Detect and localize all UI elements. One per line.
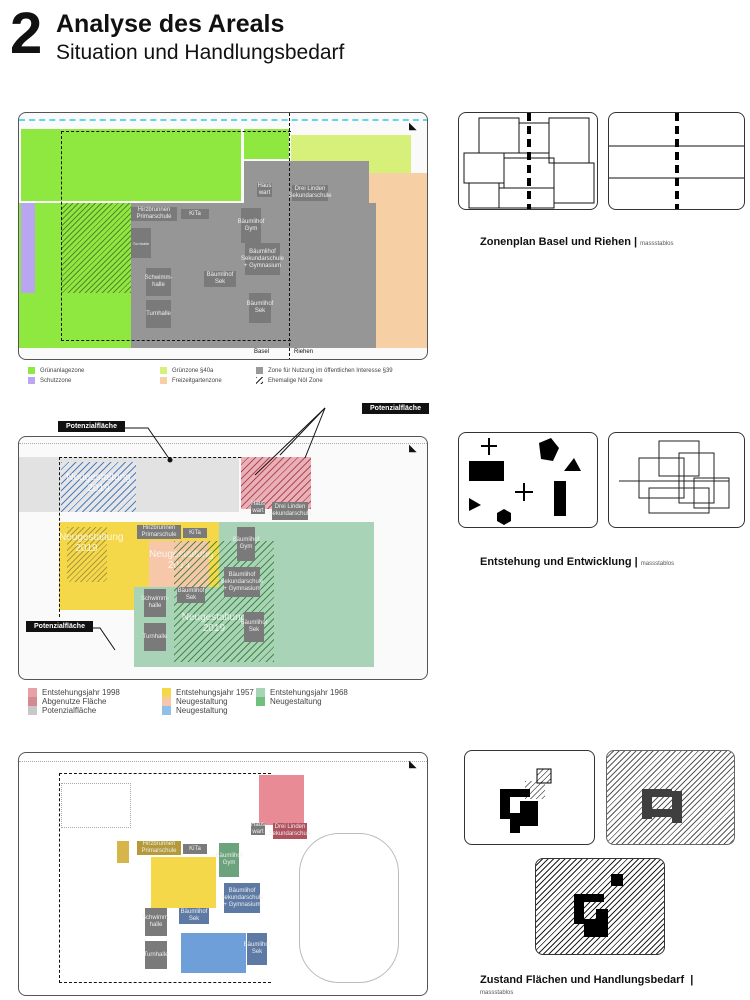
legend-label: Grünanlagezone: [40, 367, 85, 374]
north-arrow-icon: ◣: [409, 759, 417, 770]
basel-riehen-border: [289, 113, 290, 359]
building-gym: Bäumlihof Gym: [233, 527, 259, 561]
building-schwimmhalle: Schwimm-halle: [145, 268, 173, 296]
legend-label: Freizeitgartenzone: [172, 377, 222, 384]
condition-map: Hirzbrunnen Primarschule KiTa Bäumlihof …: [18, 752, 428, 996]
building-drei-linden: Drei Linden Sekundarschule: [268, 823, 312, 839]
section-number: 2: [10, 1, 43, 66]
building-gym: Bäumlihof Gym: [238, 208, 264, 243]
legend-label: Entstehungsjahr 1957: [176, 688, 254, 697]
zoneplan-diagram-simple: [608, 112, 745, 210]
tag-potential-area: Potenzialfläche: [58, 421, 125, 432]
building-turnhalle: Turnhalle: [143, 623, 167, 651]
pink-area: [259, 775, 304, 825]
legend-label: Neugestaltung: [176, 706, 228, 715]
caption-entstehung: Entstehung und Entwicklung | massstablos: [480, 556, 675, 568]
boundary-line: [59, 773, 271, 983]
building-bsg: Bäumlihof Sekundarschule + Gymnasium: [220, 883, 264, 913]
label-area: Neugestaltung 2019: [66, 472, 131, 494]
legend-label: Schutzzone: [40, 377, 72, 384]
building-gym: Bäumlihof Gym: [216, 843, 242, 877]
boundary-line: [59, 457, 241, 617]
development-map: Neugestaltung 2019 Neugestaltung 2019 Ne…: [18, 436, 428, 680]
condition-diagram-2: [606, 750, 735, 845]
north-arrow-icon: ◣: [409, 443, 417, 454]
building-hirzbrunnen: Hirzbrunnen Primarschule: [131, 207, 177, 221]
building-bsg: Bäumlihof Sekundarschule + Gymnasium: [241, 243, 284, 275]
building-sek: Bäumlihof Sek: [204, 271, 236, 287]
building-sek: Bäumlihof Sek: [177, 587, 205, 603]
zoning-map: Hirzbrunnen Primarschule KiTa Turnhalle …: [18, 112, 428, 360]
overlap-diagram: [608, 432, 745, 528]
condition-diagram-3: [535, 858, 665, 955]
yellow-area: [151, 857, 216, 908]
building-sek: Bäumlihof Sek: [241, 612, 267, 642]
north-arrow-icon: ◣: [409, 121, 417, 132]
label-riehen: Riehen: [294, 349, 314, 355]
zoneplan-diagram-detailed: [458, 112, 598, 210]
label-area: Neugestaltung 2019: [181, 612, 247, 634]
building-hirzbrunnen: Hirzbrunnen Primarschule: [137, 525, 181, 539]
building-kita: KiTa: [183, 528, 207, 538]
page-subtitle: Situation und Handlungsbedarf: [56, 41, 345, 64]
legend-label: Grünzone §40a: [172, 367, 214, 374]
label-basel: Basel: [254, 349, 270, 355]
tag-potential-area: Potenzialfläche: [362, 403, 429, 414]
building-hauswart: Haus wart: [251, 501, 266, 514]
blue-redesign-area: [61, 462, 136, 512]
stream-line: [19, 119, 427, 122]
building-bsg: Bäumlihof Sekundarschule + Gymnasium: [220, 567, 264, 597]
building-hauswart: Haus wart: [257, 183, 272, 197]
building-hauswart: Haus wart: [251, 822, 266, 835]
boundary-line: [61, 131, 291, 341]
building-sek: Bäumlihof Sek: [247, 293, 273, 323]
building-sek: Bäumlihof Sek: [244, 933, 270, 965]
legend-label: Entstehungsjahr 1968: [270, 688, 348, 697]
legend-label: Neugestaltung: [270, 697, 322, 706]
legend-label: Zone für Nutzung im öffentlichen Interes…: [268, 367, 393, 374]
legend-label: Ehemalige NöI Zone: [268, 377, 323, 384]
building-kita: KiTa: [183, 844, 207, 854]
building-turnhalle: Turnhalle: [146, 300, 171, 328]
pink-1998-area: [241, 457, 311, 509]
tag-potential-area: Potenzialfläche: [26, 621, 93, 632]
legend-label: Entstehungsjahr 1998: [42, 688, 120, 697]
building-sek: Bäumlihof Sek: [179, 908, 209, 924]
callout-lines: [80, 407, 326, 651]
building-drei-linden: Drei Linden Sekundarschule: [288, 185, 332, 201]
blue-area: [181, 933, 246, 973]
protection-zone: [21, 203, 35, 293]
condition-diagram-1: [464, 750, 595, 845]
building-schwimmhalle: Schwimm-halle: [141, 589, 169, 617]
building-schwimmhalle: Schwimm-halle: [142, 908, 170, 936]
building-kita: KiTa: [181, 209, 209, 219]
caption-zonenplan: Zonenplan Basel und Riehen | massstablos: [480, 236, 674, 248]
building-turnhalle: Turnhalle: [144, 941, 168, 969]
legend-label: Abgenutze Fläche: [42, 697, 107, 706]
building-hirzbrunnen: Hirzbrunnen Primarschule: [137, 841, 181, 855]
garden-zone: [369, 173, 427, 348]
green-zone: [21, 129, 241, 201]
building-turnhalle-small: Turnhalle: [131, 228, 151, 258]
legend-label: Neugestaltung: [176, 697, 228, 706]
former-zone-hatch: [61, 203, 131, 293]
shapes-diagram: [458, 432, 598, 528]
potential-area: [159, 457, 239, 512]
label-area: Neugestaltung 2019: [59, 532, 124, 554]
green-zone: [244, 129, 289, 159]
legend-label: Potenzialfläche: [42, 706, 97, 715]
page-title: Analyse des Areals: [56, 10, 285, 38]
building-drei-linden: Drei Linden Sekundarschule: [268, 502, 312, 520]
caption-zustand: Zustand Flächen und Handlungsbedarf |: [480, 974, 694, 986]
caption-zustand-scale: massstablos: [480, 990, 514, 996]
